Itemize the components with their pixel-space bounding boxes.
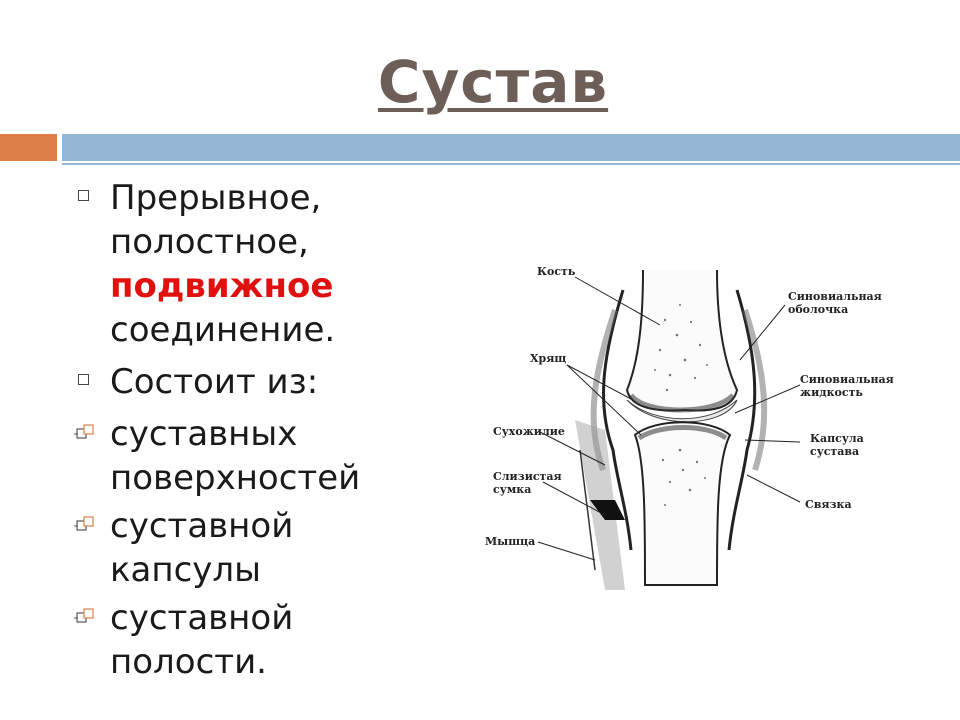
square-bullet-icon <box>78 374 89 385</box>
joint-diagram: Кость Хрящ Сухожилие Слизистая сумка Мыш… <box>455 250 925 600</box>
sub-bullet-text: суставной полости. <box>110 598 294 682</box>
joint-illustration <box>537 269 801 590</box>
label-bursa: Слизистая сумка <box>493 470 562 496</box>
highlight-text: подвижное <box>110 266 334 306</box>
label-tendon: Сухожилие <box>493 425 565 438</box>
bullet-item: Состоит из: <box>74 360 414 404</box>
bullet-text: соединение. <box>110 310 336 350</box>
sub-bullet-text: суставной капсулы <box>110 506 294 590</box>
slide-title: Сустав <box>377 48 609 116</box>
bullet-item: Прерывное, полостное, подвижное соединен… <box>74 176 414 352</box>
accent-bar-orange <box>0 134 57 161</box>
accent-bar-blue <box>62 134 960 161</box>
square-bullet-icon <box>78 190 89 201</box>
sub-bullet-item: суставной капсулы <box>74 504 414 592</box>
sub-bullet-item: суставных поверхностей <box>74 412 414 500</box>
sub-bullet-text: суставных поверхностей <box>110 414 361 498</box>
sub-bullet-item: суставной полости. <box>74 596 414 684</box>
label-synovial-membrane: Синовиальная оболочка <box>788 290 882 316</box>
label-ligament: Связка <box>805 498 852 511</box>
bullet-text: Прерывное, полостное, <box>110 178 322 262</box>
bullet-list: Прерывное, полостное, подвижное соединен… <box>74 176 414 688</box>
sub-bullet-icon <box>74 608 94 623</box>
accent-line <box>62 163 960 165</box>
bullet-text: Состоит из: <box>110 362 319 402</box>
label-bone: Кость <box>537 265 576 278</box>
label-synovial-fluid: Синовиальная жидкость <box>800 373 894 399</box>
sub-bullet-icon <box>74 516 94 531</box>
label-muscle: Мышца <box>485 535 536 548</box>
label-capsule: Капсула сустава <box>810 432 864 458</box>
sub-bullet-icon <box>74 424 94 439</box>
label-cartilage: Хрящ <box>530 352 567 365</box>
